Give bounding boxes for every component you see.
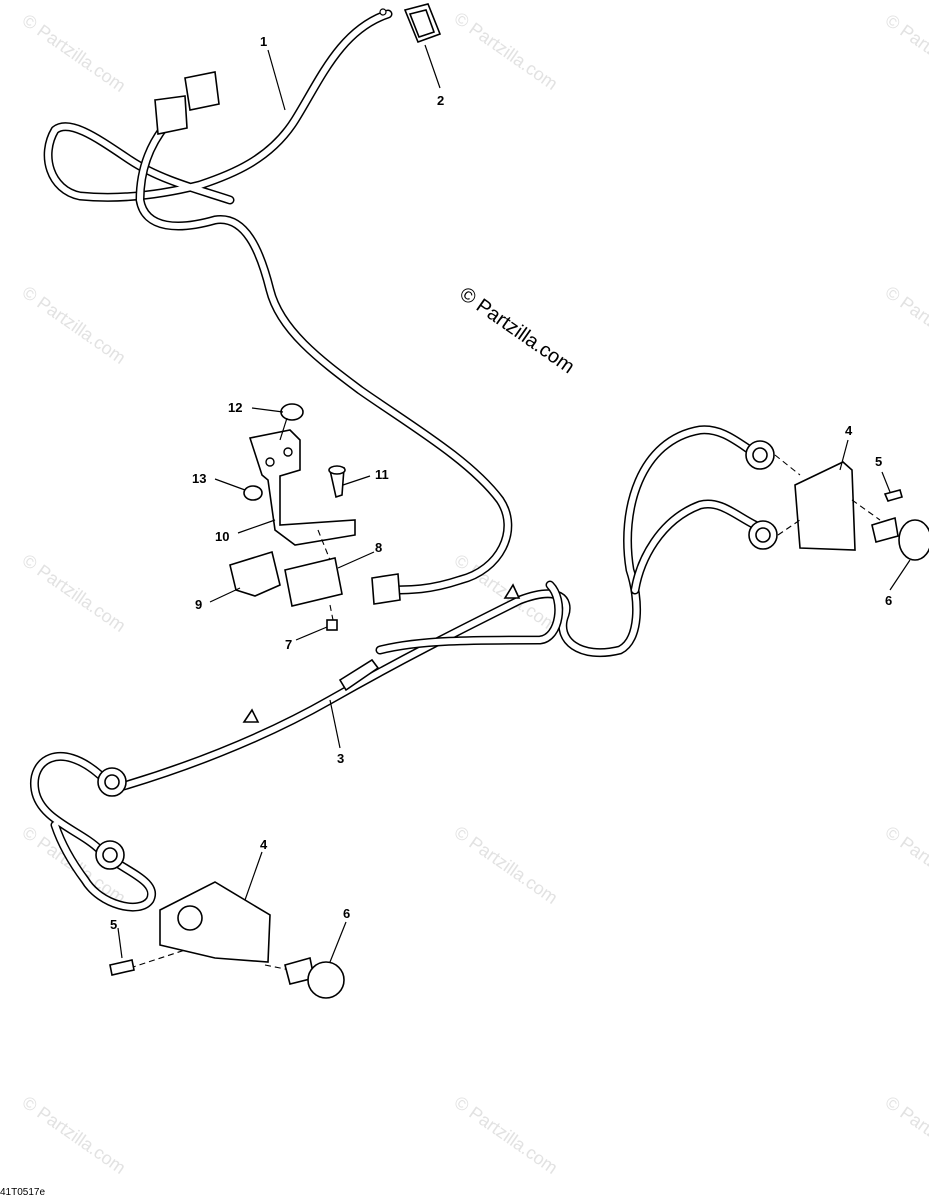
clip-b [503, 583, 521, 599]
callout-13: 13 [192, 471, 207, 486]
callout-4-right: 4 [845, 423, 853, 438]
relay-item-8 [284, 557, 343, 607]
callout-2: 2 [437, 93, 445, 108]
screw-left-item-5 [109, 959, 135, 976]
callout-3: 3 [337, 751, 345, 766]
bracket-left-item-4 [159, 881, 271, 963]
clip-a [242, 708, 260, 723]
callout-5-left: 5 [110, 917, 118, 932]
callout-7: 7 [285, 637, 293, 652]
fuse-item-7 [326, 619, 338, 631]
callout-6-left: 6 [343, 906, 351, 921]
inline-connector [338, 658, 380, 692]
callout-12: 12 [228, 400, 243, 415]
bracket-item-10 [248, 429, 356, 546]
callout-8: 8 [375, 540, 383, 555]
callout-4-left: 4 [260, 837, 268, 852]
left-lamp-assembly [95, 767, 345, 999]
connector-relay-plug [371, 573, 401, 605]
callout-leaders [117, 44, 911, 963]
nut-item-13 [243, 485, 263, 501]
bulb-left-item-6 [307, 961, 345, 999]
callout-10: 10 [215, 529, 230, 544]
screw-right-item-5 [883, 489, 903, 502]
callout-9: 9 [195, 597, 203, 612]
bracket-right-item-4 [794, 461, 856, 551]
connector-b [184, 71, 220, 111]
callout-1: 1 [260, 34, 268, 49]
callout-6-right: 6 [885, 593, 893, 608]
callout-5-right: 5 [875, 454, 883, 469]
screw-item-12 [280, 403, 304, 421]
bulb-right-item-6 [898, 519, 929, 561]
callout-11: 11 [375, 467, 389, 482]
right-lamp-assembly [745, 440, 929, 561]
connector-a [154, 95, 188, 135]
relay-bracket-assembly [229, 403, 356, 631]
harness-1 [43, 8, 513, 605]
switch-item-2 [403, 3, 442, 44]
harness-3 [29, 425, 760, 912]
drawing-code: 41T0517e [0, 1187, 46, 1198]
holder-item-9 [229, 550, 281, 597]
